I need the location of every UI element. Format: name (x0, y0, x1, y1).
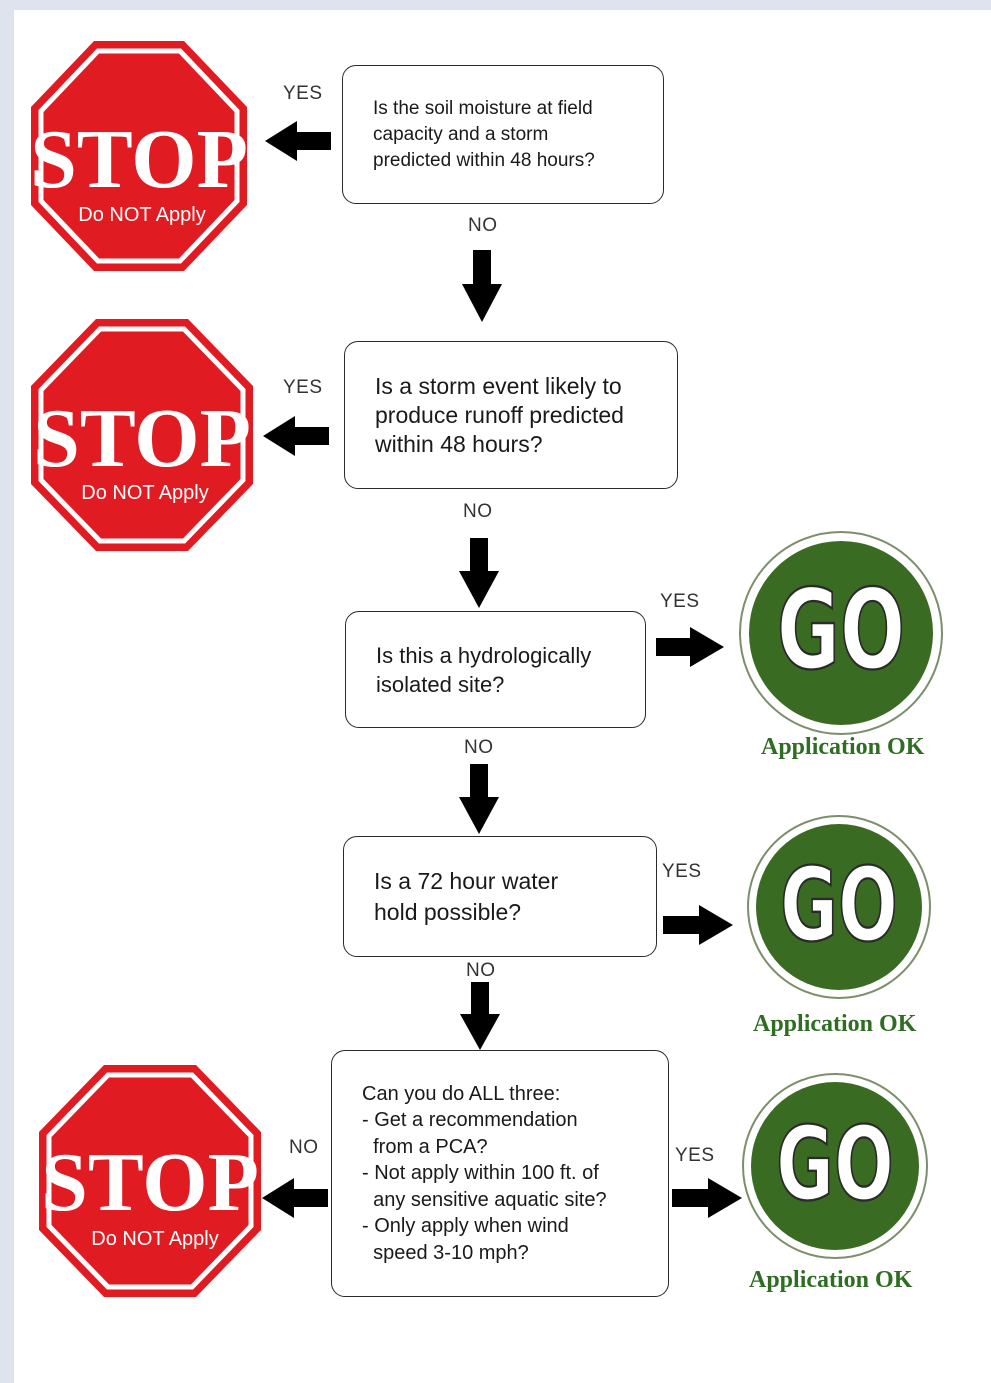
yes-label: YES (662, 861, 702, 882)
no-label: NO (468, 215, 498, 236)
arrow-right-icon (663, 905, 733, 945)
no-label: NO (289, 1137, 319, 1158)
yes-label: YES (283, 377, 323, 398)
stop-title: STOP (30, 113, 248, 206)
question-line: - Only apply when wind (362, 1215, 569, 1238)
no-label: NO (463, 501, 493, 522)
question-line: predicted within 48 hours? (373, 149, 595, 171)
question-line: capacity and a storm (373, 123, 549, 145)
question-box-soil-moisture: Is the soil moisture at field capacity a… (342, 65, 664, 204)
go-sign-icon: GO (747, 815, 931, 999)
arrow-left-icon (265, 121, 331, 161)
arrow-down-icon (460, 982, 500, 1050)
question-line: speed 3-10 mph? (362, 1241, 529, 1264)
question-line: hold possible? (374, 898, 522, 925)
stop-sign-icon: STOP Do NOT Apply (31, 319, 253, 551)
question-line: produce runoff predicted (375, 401, 624, 428)
no-label: NO (464, 737, 494, 758)
go-caption: Application OK (761, 734, 925, 760)
no-label: NO (466, 960, 496, 981)
stop-subtitle: Do NOT Apply (91, 1228, 218, 1250)
arrow-down-icon (459, 538, 499, 608)
question-line: Is a storm event likely to (375, 372, 622, 399)
question-line: - Get a recommendation (362, 1109, 578, 1132)
stop-title: STOP (41, 1136, 259, 1229)
question-line: from a PCA? (362, 1135, 488, 1158)
question-line: within 48 hours? (375, 430, 543, 457)
arrow-right-icon (656, 627, 724, 667)
question-box-all-three: Can you do ALL three: - Get a recommenda… (331, 1050, 669, 1297)
arrow-right-icon (672, 1178, 742, 1218)
question-line: Is the soil moisture at field (373, 97, 593, 119)
question-line: isolated site? (376, 671, 505, 697)
question-line: Is this a hydrologically (376, 642, 592, 668)
stop-sign-icon: STOP Do NOT Apply (30, 41, 248, 271)
stop-octagon (31, 319, 253, 551)
question-box-hydrologic-isolation: Is this a hydrologically isolated site? (345, 611, 646, 728)
question-line: any sensitive aquatic site? (362, 1188, 607, 1211)
go-caption: Application OK (753, 1011, 917, 1037)
stop-sign-icon: STOP Do NOT Apply (39, 1065, 261, 1297)
arrow-left-icon (262, 1178, 328, 1218)
question-line: Is a 72 hour water (374, 867, 559, 894)
go-title: GO (776, 1105, 894, 1223)
question-box-water-hold: Is a 72 hour water hold possible? (343, 836, 657, 957)
arrow-left-icon (263, 416, 329, 456)
stop-octagon (39, 1065, 261, 1297)
yes-label: YES (675, 1145, 715, 1166)
yes-label: YES (283, 83, 323, 104)
stop-subtitle: Do NOT Apply (78, 204, 205, 226)
stop-title: STOP (33, 392, 251, 485)
go-sign-icon: GO (742, 1073, 928, 1259)
go-circle (756, 824, 922, 990)
stop-subtitle: Do NOT Apply (81, 482, 208, 504)
arrow-down-icon (459, 764, 499, 834)
arrow-down-icon (462, 250, 502, 322)
go-title: GO (780, 846, 898, 964)
question-line: Can you do ALL three: (362, 1082, 561, 1105)
question-box-storm-runoff: Is a storm event likely to produce runof… (344, 341, 678, 489)
go-title: GO (777, 567, 905, 695)
go-circle (751, 1082, 919, 1250)
question-line: - Not apply within 100 ft. of (362, 1162, 599, 1185)
go-sign-icon: GO (739, 531, 943, 735)
yes-label: YES (660, 591, 700, 612)
go-caption: Application OK (749, 1267, 913, 1293)
stop-octagon (31, 41, 247, 271)
go-circle (749, 541, 933, 725)
